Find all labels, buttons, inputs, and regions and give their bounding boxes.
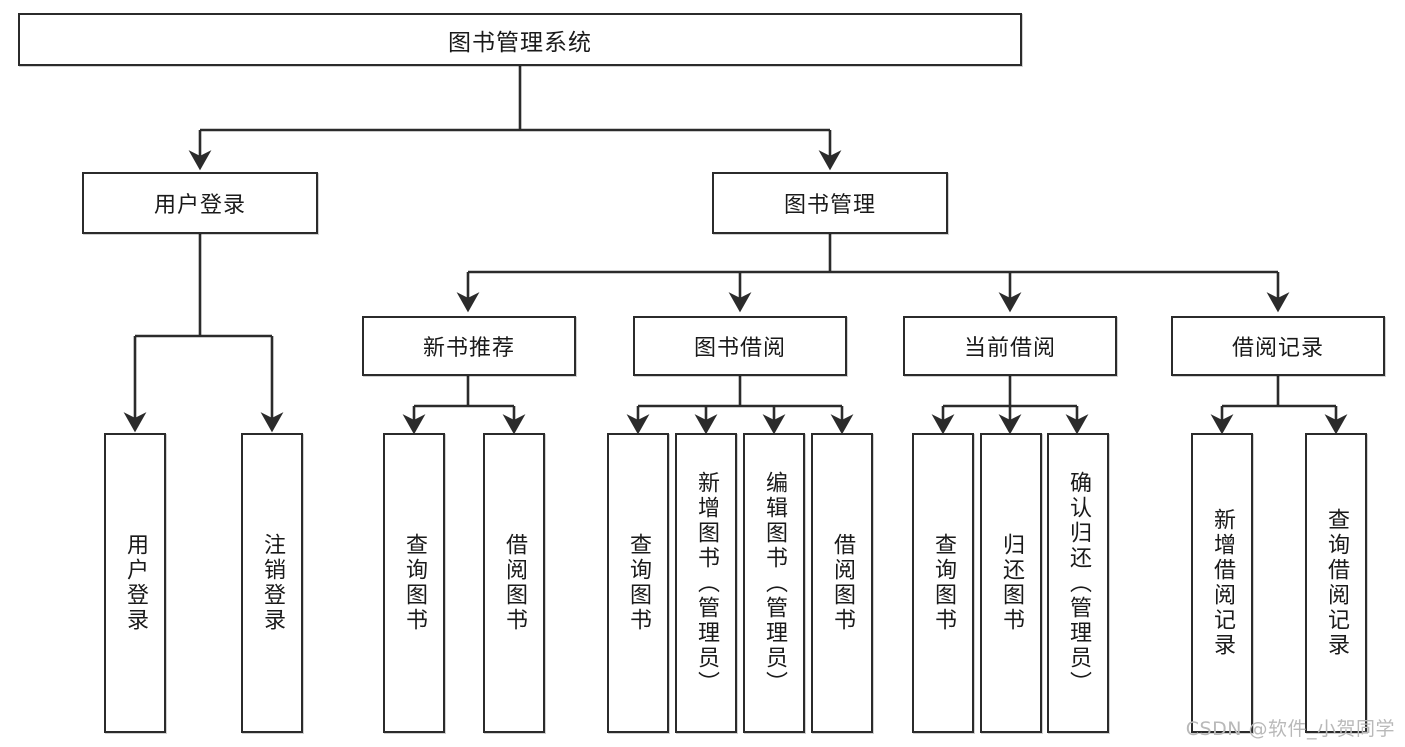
- leaf-confirm-return-admin[interactable]: 确认归还（管理员）: [1047, 433, 1109, 733]
- node-label: 图书管理系统: [448, 29, 592, 56]
- leaf-logout-login[interactable]: 注销登录: [241, 433, 303, 733]
- leaf-user-login[interactable]: 用户登录: [104, 433, 166, 733]
- leaf-borrow-book-1[interactable]: 借阅图书: [483, 433, 545, 733]
- node-current-borrow[interactable]: 当前借阅: [903, 316, 1117, 376]
- node-label: 借阅记录: [1231, 336, 1324, 361]
- leaf-query-borrow-record[interactable]: 查询借阅记录: [1305, 433, 1367, 733]
- node-label: 注销登录: [260, 533, 285, 633]
- leaf-add-book-admin[interactable]: 新增图书（管理员）: [675, 433, 737, 733]
- node-book-borrow[interactable]: 图书借阅: [633, 316, 847, 376]
- node-label: 借阅图书: [502, 533, 527, 633]
- node-label: 借阅图书: [830, 533, 855, 633]
- node-label: 编辑图书（管理员）: [762, 470, 787, 696]
- leaf-return-book[interactable]: 归还图书: [980, 433, 1042, 733]
- node-root-book-management-system[interactable]: 图书管理系统: [18, 13, 1022, 66]
- leaf-query-book-1[interactable]: 查询图书: [383, 433, 445, 733]
- node-label: 用户登录: [153, 193, 246, 218]
- leaf-query-book-3[interactable]: 查询图书: [912, 433, 974, 733]
- node-borrow-record[interactable]: 借阅记录: [1171, 316, 1385, 376]
- node-user-login[interactable]: 用户登录: [82, 172, 318, 234]
- node-book-management[interactable]: 图书管理: [712, 172, 948, 234]
- node-label: 查询借阅记录: [1324, 508, 1349, 658]
- csdn-watermark: CSDN @软件_小贺同学: [1185, 718, 1395, 740]
- node-label: 图书管理: [783, 193, 876, 218]
- node-label: 确认归还（管理员）: [1066, 470, 1091, 696]
- leaf-edit-book-admin[interactable]: 编辑图书（管理员）: [743, 433, 805, 733]
- leaf-add-borrow-record[interactable]: 新增借阅记录: [1191, 433, 1253, 733]
- node-new-book-recommend[interactable]: 新书推荐: [362, 316, 576, 376]
- node-label: 新增图书（管理员）: [694, 470, 719, 696]
- node-label: 新增借阅记录: [1210, 508, 1235, 658]
- node-label: 查询图书: [931, 533, 956, 633]
- node-label: 图书借阅: [693, 336, 786, 361]
- node-label: 查询图书: [626, 533, 651, 633]
- node-label: 查询图书: [402, 533, 427, 633]
- node-label: 用户登录: [123, 533, 148, 633]
- node-label: 归还图书: [999, 533, 1024, 633]
- leaf-borrow-book-2[interactable]: 借阅图书: [811, 433, 873, 733]
- node-label: 当前借阅: [963, 336, 1056, 361]
- node-label: 新书推荐: [422, 336, 515, 361]
- leaf-query-book-2[interactable]: 查询图书: [607, 433, 669, 733]
